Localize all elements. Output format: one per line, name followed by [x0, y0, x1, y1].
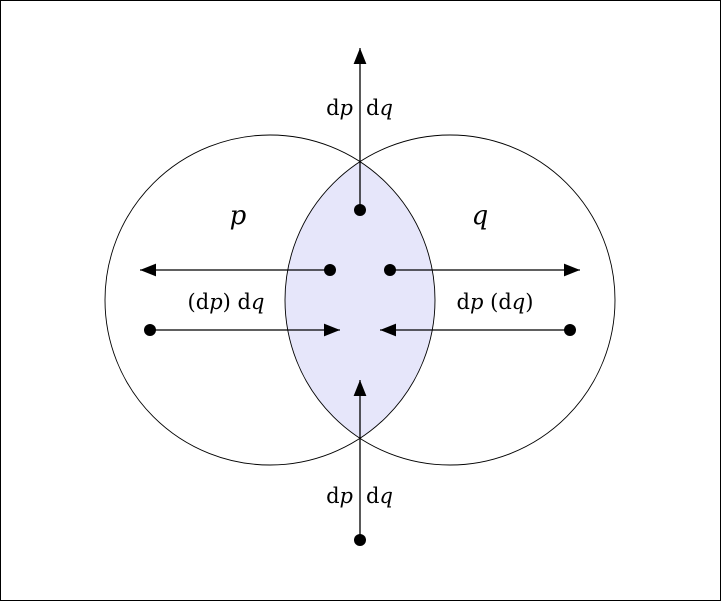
dot	[354, 204, 366, 216]
dot	[324, 264, 336, 276]
label-top-right: dq	[366, 96, 393, 120]
label-top-left: dp	[326, 96, 353, 120]
label-bottom-right: dq	[366, 484, 393, 508]
set-q-label: q	[472, 201, 489, 231]
label-right-middle: dp (dq)	[457, 290, 534, 314]
set-p-label: p	[230, 201, 247, 231]
dot	[384, 264, 396, 276]
dot	[144, 324, 156, 336]
set-p-circle	[104, 134, 436, 466]
label-bottom-left: dp	[326, 484, 353, 508]
dot	[354, 534, 366, 546]
dot	[564, 324, 576, 336]
intersection-region	[285, 135, 435, 465]
set-q-circle	[284, 134, 616, 466]
label-left-middle: (dp) dq	[188, 290, 265, 314]
